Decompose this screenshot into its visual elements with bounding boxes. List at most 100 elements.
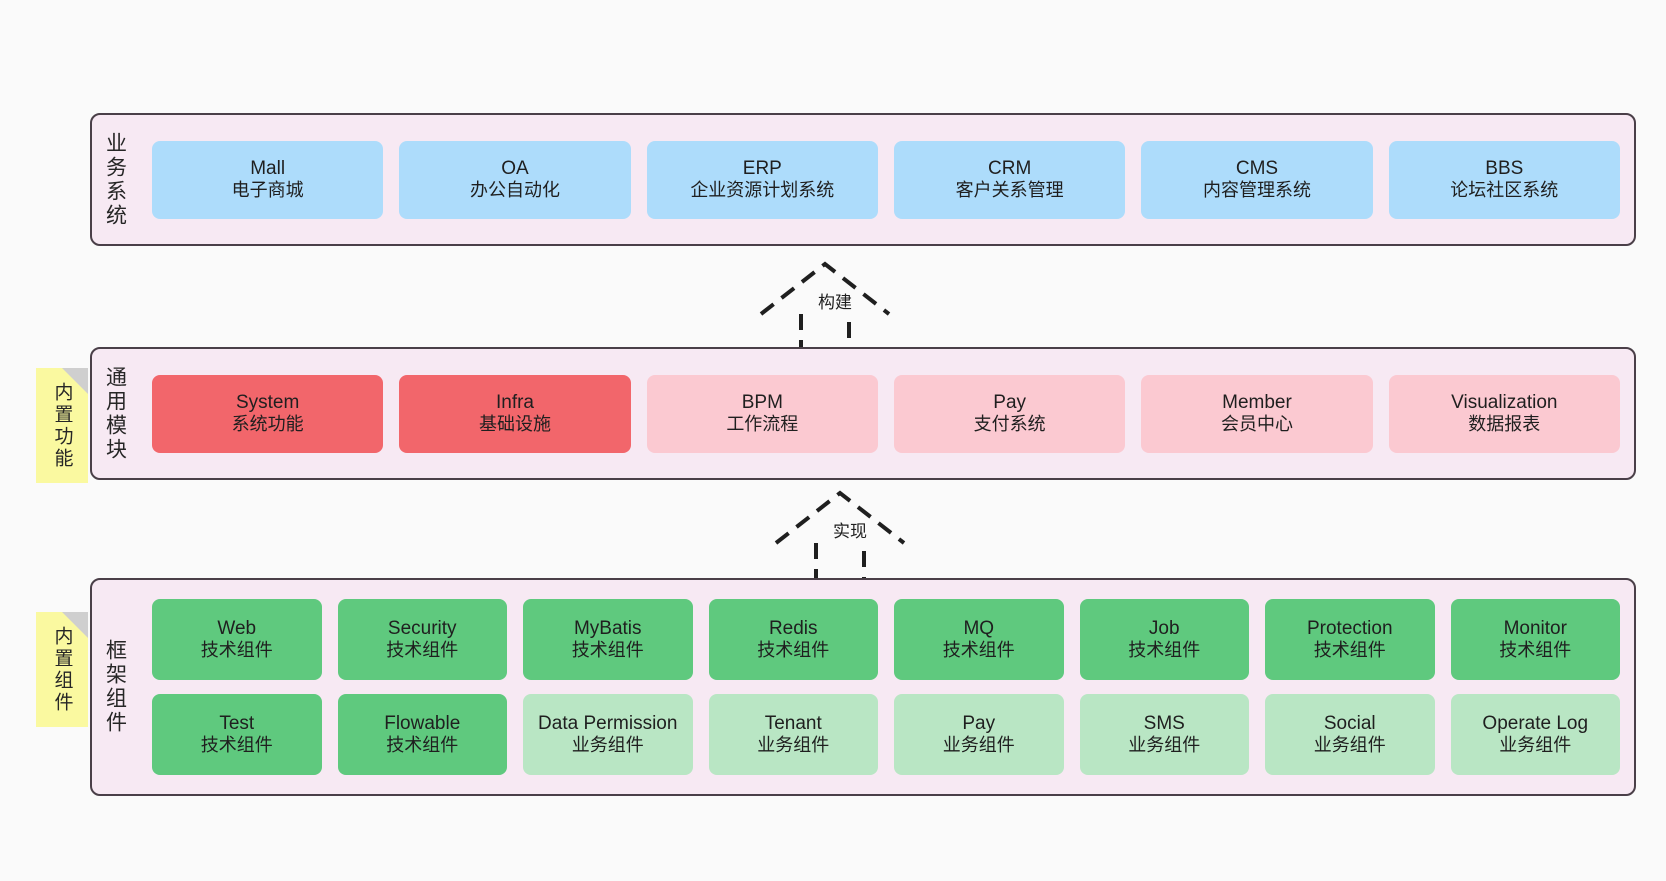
business-card-crm[interactable]: CRM 客户关系管理 (893, 140, 1126, 219)
card-desc: 论坛社区系统 (1450, 180, 1559, 201)
module-card-system[interactable]: System 系统功能 (152, 374, 384, 453)
card-desc: 业务组件 (571, 735, 644, 756)
layer-body-framework: Web 技术组件 Security 技术组件 MyBatis 技术组件 Redi… (138, 580, 1634, 794)
card-name: Pay (993, 391, 1027, 413)
folded-corner-icon (62, 612, 88, 638)
card-desc: 系统功能 (231, 414, 304, 435)
card-desc: 电子商城 (231, 180, 304, 201)
framework-card-web[interactable]: Web 技术组件 (152, 599, 322, 680)
card-name: Social (1323, 712, 1376, 734)
card-desc: 支付系统 (973, 414, 1046, 435)
framework-card-monitor[interactable]: Monitor 技术组件 (1450, 599, 1620, 680)
card-desc: 客户关系管理 (955, 180, 1064, 201)
card-name: Visualization (1451, 391, 1558, 413)
sticky-note-builtin-features: 内置功能 (36, 368, 88, 483)
card-desc: 技术组件 (200, 640, 273, 661)
business-card-oa[interactable]: OA 办公自动化 (399, 140, 631, 219)
card-name: Operate Log (1482, 712, 1589, 734)
framework-card-flowable[interactable]: Flowable 技术组件 (337, 694, 507, 775)
card-name: Flowable (384, 712, 461, 734)
folded-corner-icon (62, 368, 88, 394)
card-desc: 技术组件 (200, 735, 273, 756)
card-desc: 技术组件 (1128, 640, 1201, 661)
framework-row-1: Web 技术组件 Security 技术组件 MyBatis 技术组件 Redi… (152, 599, 1620, 680)
layer-title-framework: 框架组件 (103, 639, 127, 735)
business-card-cms[interactable]: CMS 内容管理系统 (1141, 140, 1373, 219)
card-desc: 技术组件 (571, 640, 644, 661)
card-name: Pay (962, 712, 996, 734)
layer-title-business: 业务系统 (103, 131, 127, 228)
card-desc: 工作流程 (726, 414, 799, 435)
sticky-note-builtin-components: 内置组件 (36, 612, 88, 727)
connector-implement: 实现 (760, 487, 960, 587)
card-desc: 技术组件 (386, 735, 459, 756)
card-name: MQ (963, 617, 995, 639)
card-desc: 会员中心 (1220, 414, 1293, 435)
card-desc: 企业资源计划系统 (690, 180, 835, 201)
sticky-note-label: 内置功能 (51, 381, 73, 470)
card-name: Data Permission (538, 712, 678, 734)
framework-card-security[interactable]: Security 技术组件 (337, 599, 507, 680)
framework-card-sms[interactable]: SMS 业务组件 (1079, 694, 1249, 775)
framework-card-redis[interactable]: Redis 技术组件 (708, 599, 878, 680)
card-name: Redis (768, 617, 818, 639)
layer-panel-modules: 通用模块 System 系统功能 Infra 基础设施 BPM 工作流程 Pay… (90, 347, 1636, 480)
card-name: BBS (1485, 157, 1524, 179)
card-desc: 基础设施 (478, 414, 551, 435)
modules-row: System 系统功能 Infra 基础设施 BPM 工作流程 Pay 支付系统… (152, 374, 1620, 453)
card-name: CRM (988, 157, 1032, 179)
card-name: Monitor (1503, 617, 1567, 639)
framework-card-job[interactable]: Job 技术组件 (1079, 599, 1249, 680)
layer-body-business: Mall 电子商城 OA 办公自动化 ERP 企业资源计划系统 CRM 客户关系… (138, 115, 1634, 244)
framework-card-tenant[interactable]: Tenant 业务组件 (708, 694, 878, 775)
card-name: Infra (495, 391, 534, 413)
module-card-infra[interactable]: Infra 基础设施 (399, 374, 631, 453)
card-name: System (235, 391, 300, 413)
framework-card-operate-log[interactable]: Operate Log 业务组件 (1450, 694, 1620, 775)
module-card-bpm[interactable]: BPM 工作流程 (646, 374, 878, 453)
framework-card-pay[interactable]: Pay 业务组件 (894, 694, 1064, 775)
card-name: Member (1222, 391, 1292, 413)
framework-card-protection[interactable]: Protection 技术组件 (1265, 599, 1435, 680)
connector-label: 构建 (818, 293, 852, 312)
card-desc: 技术组件 (1313, 640, 1386, 661)
framework-card-test[interactable]: Test 技术组件 (152, 694, 322, 775)
framework-card-mybatis[interactable]: MyBatis 技术组件 (523, 599, 693, 680)
card-name: Tenant (764, 712, 822, 734)
card-name: SMS (1143, 712, 1185, 734)
card-desc: 业务组件 (1499, 735, 1572, 756)
connector-build: 构建 (745, 258, 945, 358)
framework-card-social[interactable]: Social 业务组件 (1265, 694, 1435, 775)
framework-card-data-permission[interactable]: Data Permission 业务组件 (523, 694, 693, 775)
layer-title-modules: 通用模块 (103, 365, 127, 462)
module-card-visualization[interactable]: Visualization 数据报表 (1388, 374, 1620, 453)
business-card-bbs[interactable]: BBS 论坛社区系统 (1388, 140, 1620, 219)
card-name: OA (501, 157, 529, 179)
card-name: Mall (250, 157, 286, 179)
card-desc: 业务组件 (1313, 735, 1386, 756)
card-desc: 办公自动化 (469, 180, 560, 201)
card-name: CMS (1235, 157, 1279, 179)
card-desc: 技术组件 (1499, 640, 1572, 661)
card-name: Test (219, 712, 255, 734)
card-desc: 技术组件 (942, 640, 1015, 661)
card-desc: 业务组件 (1128, 735, 1201, 756)
card-desc: 内容管理系统 (1202, 180, 1311, 201)
card-name: Web (217, 617, 257, 639)
card-desc: 业务组件 (942, 735, 1015, 756)
connector-label: 实现 (833, 522, 867, 541)
framework-card-mq[interactable]: MQ 技术组件 (894, 599, 1064, 680)
card-name: Protection (1306, 617, 1393, 639)
card-desc: 技术组件 (386, 640, 459, 661)
layer-panel-framework: 框架组件 Web 技术组件 Security 技术组件 MyBatis 技术组件… (90, 578, 1636, 796)
business-card-erp[interactable]: ERP 企业资源计划系统 (646, 140, 878, 219)
module-card-member[interactable]: Member 会员中心 (1141, 374, 1373, 453)
sticky-note-label: 内置组件 (51, 625, 73, 714)
card-desc: 技术组件 (757, 640, 830, 661)
card-name: Job (1148, 617, 1180, 639)
module-card-pay[interactable]: Pay 支付系统 (893, 374, 1126, 453)
business-row: Mall 电子商城 OA 办公自动化 ERP 企业资源计划系统 CRM 客户关系… (152, 140, 1620, 219)
business-card-mall[interactable]: Mall 电子商城 (152, 140, 384, 219)
card-desc: 数据报表 (1468, 414, 1541, 435)
